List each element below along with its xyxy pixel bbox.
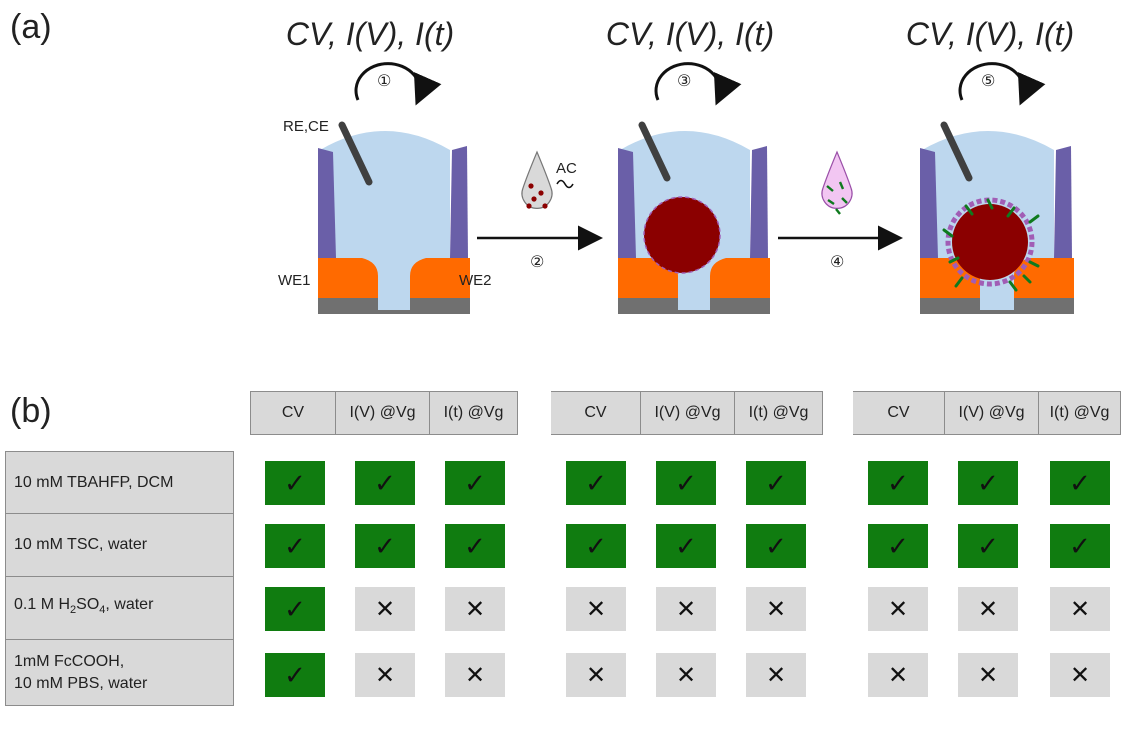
cross-icon-r4-iv-1: ✕ [355, 653, 415, 697]
row-label-h2so4: 0.1 M H2SO4, water [5, 577, 234, 640]
header-cv-1: CV [250, 391, 336, 435]
row-label-text: 10 mM TSC, water [14, 536, 148, 553]
cycle-arrow-5-icon [958, 62, 1046, 106]
panel-a-label: (a) [10, 8, 52, 46]
header-it-1: I(t) @Vg [430, 391, 518, 435]
check-icon-r1-cv-3: ✓ [868, 461, 928, 505]
header-iv-3: I(V) @Vg [945, 391, 1039, 435]
ac-wave-icon [556, 179, 574, 189]
check-icon-r2-it-2: ✓ [746, 524, 806, 568]
we2-label: WE2 [459, 272, 492, 289]
cross-icon-r4-it-2: ✕ [746, 653, 806, 697]
header-iv-1: I(V) @Vg [336, 391, 430, 435]
cross-icon-r4-it-3: ✕ [1050, 653, 1110, 697]
header-it-3: I(t) @Vg [1039, 391, 1121, 435]
cross-icon-r4-cv-3: ✕ [868, 653, 928, 697]
step-2-label: ② [530, 254, 545, 271]
row-label-fccooh: 1mM FcCOOH, 10 mM PBS, water [5, 640, 234, 706]
check-icon-r1-it-2: ✓ [746, 461, 806, 505]
step-3-label: ③ [677, 73, 692, 90]
cross-icon-r3-iv-1: ✕ [355, 587, 415, 631]
cross-icon-r3-it-2: ✕ [746, 587, 806, 631]
row-label-tsc: 10 mM TSC, water [5, 514, 234, 577]
functionalized-nanoparticle-icon [952, 204, 1028, 280]
check-icon-r1-it-1: ✓ [445, 461, 505, 505]
step-1-label: ① [377, 73, 392, 90]
check-icon-r1-cv-1: ✓ [265, 461, 325, 505]
cross-icon-r4-cv-2: ✕ [566, 653, 626, 697]
check-icon-r2-cv-1: ✓ [265, 524, 325, 568]
nanoparticle-droplet-icon [521, 150, 553, 209]
cross-icon-r4-iv-2: ✕ [656, 653, 716, 697]
check-icon-r1-iv-2: ✓ [656, 461, 716, 505]
header-iv-2: I(V) @Vg [641, 391, 735, 435]
cross-icon-r4-it-1: ✕ [445, 653, 505, 697]
cross-icon-r3-iv-2: ✕ [656, 587, 716, 631]
cross-icon-r4-iv-3: ✕ [958, 653, 1018, 697]
header-it-2: I(t) @Vg [735, 391, 823, 435]
cross-icon-r3-cv-3: ✕ [868, 587, 928, 631]
cycle-arrow-3-icon [654, 62, 742, 106]
linker-molecules-icon [942, 198, 1040, 292]
we1-label: WE1 [278, 272, 311, 289]
panel-b-label: (b) [10, 392, 52, 430]
row-label-text-line-2: 10 mM PBS, water [14, 674, 148, 692]
check-icon-r1-it-3: ✓ [1050, 461, 1110, 505]
fabrication-diagram [318, 62, 1074, 314]
header-cv-2: CV [551, 391, 641, 435]
check-icon-r4-cv-1: ✓ [265, 653, 325, 697]
check-icon-r1-cv-2: ✓ [566, 461, 626, 505]
header-cv-3: CV [853, 391, 945, 435]
device-3 [920, 121, 1074, 314]
row-label-text-line-1: 1mM FcCOOH, [14, 652, 125, 670]
row-label-text: 10 mM TBAHFP, DCM [14, 473, 174, 491]
check-icon-r2-iv-2: ✓ [656, 524, 716, 568]
re-ce-label: RE,CE [283, 118, 329, 135]
check-icon-r1-iv-3: ✓ [958, 461, 1018, 505]
check-icon-r2-iv-3: ✓ [958, 524, 1018, 568]
check-icon-r2-cv-3: ✓ [868, 524, 928, 568]
check-icon-r1-iv-1: ✓ [355, 461, 415, 505]
measurement-title-1: CV, I(V), I(t) [285, 16, 455, 52]
linker-droplet-icon [821, 150, 853, 215]
cross-icon-r3-it-3: ✕ [1050, 587, 1110, 631]
check-icon-r2-it-1: ✓ [445, 524, 505, 568]
cross-icon-r3-iv-3: ✕ [958, 587, 1018, 631]
check-icon-r2-cv-2: ✓ [566, 524, 626, 568]
row-label-tbahfp: 10 mM TBAHFP, DCM [5, 451, 234, 514]
step-5-label: ⑤ [981, 73, 996, 90]
ac-label: AC [556, 160, 577, 177]
cycle-arrow-1-icon [354, 62, 442, 106]
check-icon-r2-iv-1: ✓ [355, 524, 415, 568]
measurement-title-3: CV, I(V), I(t) [905, 16, 1075, 52]
cross-icon-r3-cv-2: ✕ [566, 587, 626, 631]
cross-icon-r3-it-1: ✕ [445, 587, 505, 631]
device-2 [618, 121, 770, 314]
measurement-title-2: CV, I(V), I(t) [605, 16, 775, 52]
device-1 [318, 121, 470, 314]
check-icon-r2-it-3: ✓ [1050, 524, 1110, 568]
row-label-text: 0.1 M H2SO4, water [14, 596, 154, 617]
step-4-label: ④ [830, 254, 845, 271]
check-icon-r3-cv-1: ✓ [265, 587, 325, 631]
nanoparticle-icon [643, 196, 721, 274]
